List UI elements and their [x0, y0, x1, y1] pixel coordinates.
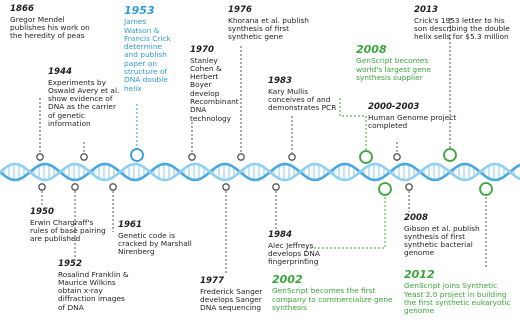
event-year: 2000-2003	[368, 102, 420, 112]
marker-1970	[188, 153, 196, 161]
connector-2008a	[339, 98, 367, 153]
event-year: 1961	[118, 220, 142, 230]
event-1984: 1984 Alec Jeffreys develops DNA fingerpr…	[268, 230, 348, 267]
event-year: 2013	[414, 5, 438, 15]
marker-2012	[479, 182, 493, 196]
event-text: Crick's 1953 letter to his son describin…	[414, 15, 510, 42]
event-2000-2003: 2000-2003 Human Genome project completed	[368, 102, 458, 130]
event-1976: 1976 Khorana et al. publish synthesis of…	[228, 5, 318, 42]
event-year: 1983	[268, 76, 292, 86]
event-text: Genetic code is cracked by Marshall Nire…	[118, 230, 192, 257]
event-text: GenScript becomes the first company to c…	[272, 286, 393, 312]
event-1961: 1961 Genetic code is cracked by Marshall…	[118, 220, 196, 257]
event-text: Frederick Sanger develops Sanger DNA seq…	[200, 286, 263, 313]
event-text: Alec Jeffreys develops DNA fingerprintin…	[268, 240, 320, 267]
event-text: Gregor Mendel publishes his work on the …	[10, 14, 90, 41]
event-year: 2012	[404, 268, 435, 281]
event-text: Rosalind Franklin & Maurice Wilkins obta…	[58, 269, 129, 312]
marker-1944	[80, 153, 88, 161]
event-year: 1984	[268, 230, 292, 240]
event-1950: 1950 Erwin Chargraff's rules of base pai…	[30, 207, 108, 244]
event-text: GenScript joins Synthetic Yeast 2.0 proj…	[404, 281, 511, 316]
event-year: 1950	[30, 207, 54, 217]
event-1970: 1970 Stanley Cohen & Herbert Boyer devel…	[190, 45, 242, 123]
marker-2000	[393, 153, 401, 161]
event-2013: 2013 Crick's 1953 letter to his son desc…	[414, 5, 514, 42]
event-year: 1970	[190, 45, 214, 55]
event-text: Gibson et al. publish synthesis of first…	[404, 223, 480, 258]
event-1953: 1953 James Watson & Francis Crick determ…	[124, 4, 172, 93]
event-year: 2008	[404, 213, 428, 223]
marker-1961	[109, 183, 117, 191]
event-text: Stanley Cohen & Herbert Boyer develop Re…	[190, 55, 239, 123]
event-2008-gibson: 2008 Gibson et al. publish synthesis of …	[404, 213, 488, 258]
marker-1952	[71, 183, 79, 191]
event-year: 1952	[58, 259, 82, 269]
event-year: 1866	[10, 4, 34, 14]
event-text: Experiments by Oswald Avery et al. show …	[48, 77, 120, 129]
event-text: GenScript becomes world's largest gene s…	[356, 56, 431, 82]
event-text: Khorana et al. publish synthesis of firs…	[228, 15, 309, 42]
event-text: Kary Mullis conceives of and demonstrate…	[268, 86, 337, 113]
event-1944: 1944 Experiments by Oswald Avery et al. …	[48, 67, 124, 129]
event-2012-genscript: 2012 GenScript joins Synthetic Yeast 2.0…	[404, 268, 516, 316]
marker-2008a	[359, 150, 373, 164]
event-year: 1944	[48, 67, 72, 77]
event-2002-genscript: 2002 GenScript becomes the first company…	[272, 273, 396, 312]
marker-2008b	[405, 183, 413, 191]
event-year: 2002	[272, 273, 303, 286]
event-2008-genscript: 2008 GenScript becomes world's largest g…	[356, 43, 454, 82]
event-year: 1976	[228, 5, 252, 15]
marker-1950	[38, 183, 46, 191]
event-1866: 1866 Gregor Mendel publishes his work on…	[10, 4, 100, 41]
helix-strand-a	[0, 162, 520, 182]
connector-2002	[305, 193, 386, 262]
event-text: James Watson & Francis Crick determine a…	[124, 17, 171, 93]
event-year: 1977	[200, 276, 224, 286]
marker-1983	[288, 153, 296, 161]
event-year: 1953	[124, 4, 155, 17]
event-year: 2008	[356, 43, 387, 56]
marker-1866	[36, 153, 44, 161]
helix-strand-b	[0, 162, 520, 182]
marker-2013	[443, 148, 457, 162]
event-1977: 1977 Frederick Sanger develops Sanger DN…	[200, 276, 280, 313]
marker-2002	[378, 182, 392, 196]
event-1983: 1983 Kary Mullis conceives of and demons…	[268, 76, 340, 113]
event-text: Human Genome project completed	[368, 112, 457, 130]
event-text: Erwin Chargraff's rules of base pairing …	[30, 217, 106, 244]
marker-1953	[130, 148, 144, 162]
marker-1976	[237, 153, 245, 161]
event-1952: 1952 Rosalind Franklin & Maurice Wilkins…	[58, 259, 132, 312]
marker-1977	[222, 183, 230, 191]
marker-1984	[272, 183, 280, 191]
